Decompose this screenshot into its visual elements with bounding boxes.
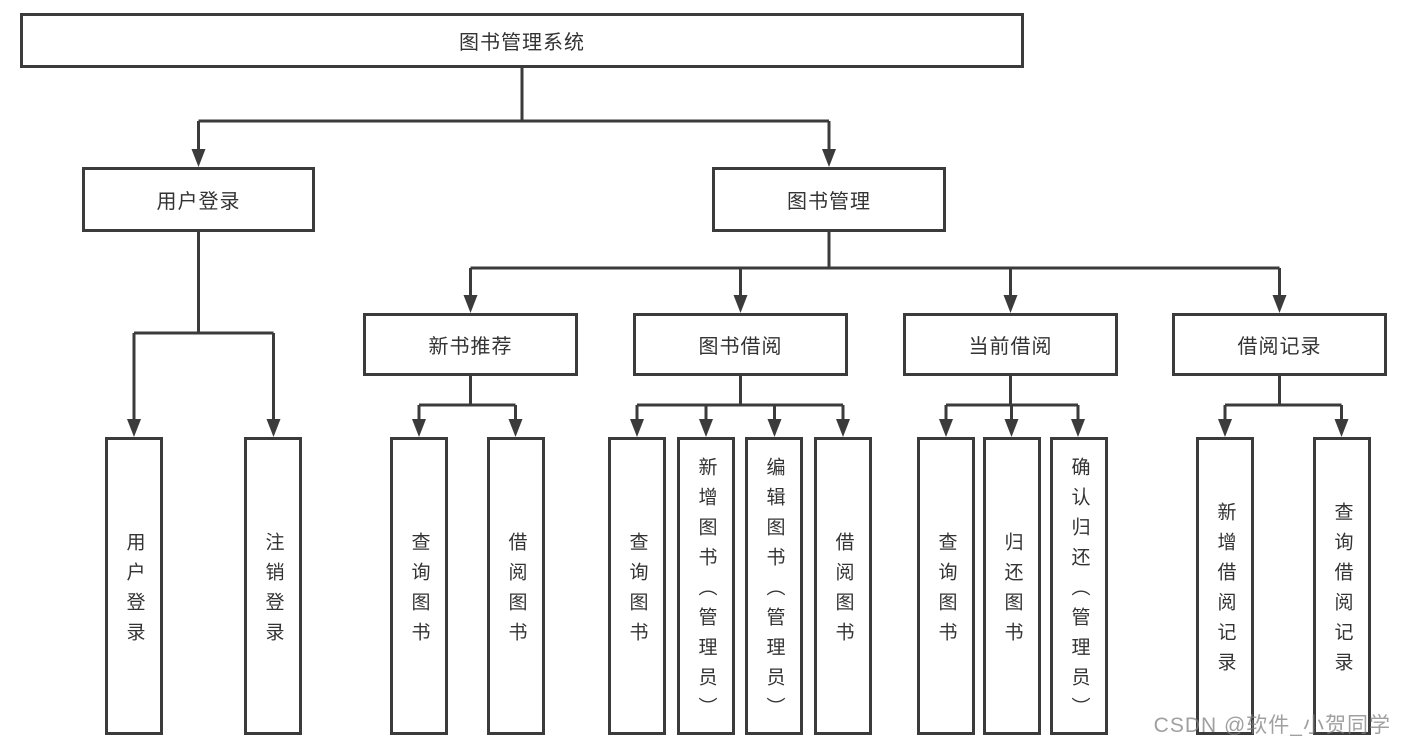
node-user-login: 用户登录 [82, 167, 315, 232]
node-label: 查询图书 [408, 531, 430, 652]
node-leaf-return-books: 归还图书 [983, 437, 1041, 735]
node-label: 查询借阅记录 [1331, 501, 1353, 682]
node-current-borrow: 当前借阅 [903, 313, 1118, 376]
node-leaf-query-books-recommend: 查询图书 [390, 437, 448, 735]
node-label: 编辑图书（管理员） [763, 456, 785, 727]
node-borrow-record: 借阅记录 [1172, 313, 1387, 376]
node-label: 图书管理 [787, 191, 871, 213]
node-book-borrow: 图书借阅 [633, 313, 848, 376]
node-label: 查询图书 [626, 531, 648, 652]
node-label: 借阅图书 [505, 531, 527, 652]
node-label: 当前借阅 [968, 336, 1053, 358]
node-label: 用户登录 [156, 191, 241, 213]
node-library-management-system: 图书管理系统 [20, 13, 1024, 68]
node-book-management: 图书管理 [712, 167, 946, 232]
watermark: CSDN @软件_小贺同学 [1153, 714, 1391, 737]
node-label: 用户登录 [123, 531, 145, 652]
node-leaf-user-login: 用户登录 [105, 437, 163, 735]
connector-lines [132, 67, 1343, 421]
node-leaf-query-books-current: 查询图书 [917, 437, 975, 735]
node-label: 图书借阅 [698, 336, 783, 358]
arrowheads [127, 149, 1349, 437]
node-label: 新增图书（管理员） [695, 456, 717, 727]
node-leaf-add-borrow-record: 新增借阅记录 [1196, 437, 1254, 735]
node-label: 确认归还（管理员） [1068, 456, 1090, 727]
node-label: 新书推荐 [428, 336, 513, 358]
node-new-book-recommend: 新书推荐 [363, 313, 578, 376]
node-leaf-add-books-admin: 新增图书（管理员） [677, 437, 735, 735]
node-label: 注销登录 [262, 531, 284, 652]
node-leaf-edit-books-admin: 编辑图书（管理员） [745, 437, 803, 735]
node-leaf-borrow-books: 借阅图书 [814, 437, 872, 735]
node-label: 借阅图书 [832, 531, 854, 652]
node-label: 查询图书 [935, 531, 957, 652]
node-label: 借阅记录 [1237, 336, 1322, 358]
node-leaf-confirm-return-admin: 确认归还（管理员） [1050, 437, 1108, 735]
node-leaf-logout: 注销登录 [244, 437, 302, 735]
node-leaf-borrow-books-recommend: 借阅图书 [487, 437, 545, 735]
node-label: 图书管理系统 [459, 32, 585, 54]
node-label: 新增借阅记录 [1214, 501, 1236, 682]
node-label: 归还图书 [1001, 531, 1023, 652]
node-leaf-query-borrow-record: 查询借阅记录 [1313, 437, 1371, 735]
node-leaf-query-books-borrow: 查询图书 [608, 437, 666, 735]
